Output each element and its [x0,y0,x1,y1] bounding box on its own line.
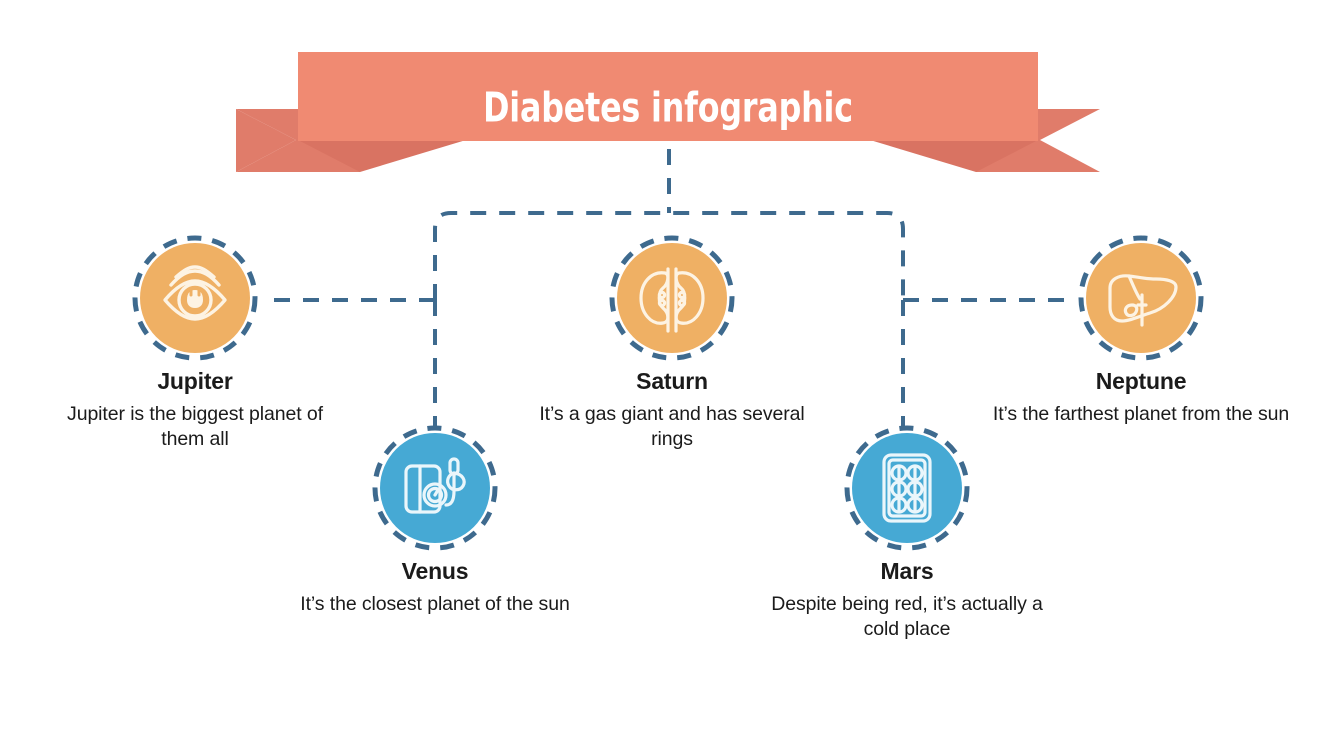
dashed-ring-mars [844,425,970,551]
node-saturn[interactable]: Saturn It’s a gas giant and has several … [522,235,822,453]
badge-jupiter[interactable] [132,235,258,361]
badge-venus[interactable] [372,425,498,551]
node-venus[interactable]: Venus It’s the closest planet of the sun [285,425,585,617]
banner-fold-right-inner [870,140,976,172]
kidneys-icon [639,267,705,333]
node-description: It’s the farthest planet from the sun [992,402,1290,425]
pill-blister-pack-icon [882,453,932,523]
node-title: Neptune [1095,368,1187,394]
node-title: Jupiter [157,368,233,394]
node-description: Jupiter is the biggest planet of them al… [67,402,323,451]
badge-saturn[interactable] [609,235,735,361]
badge-mars[interactable] [844,425,970,551]
liver-icon [1108,274,1178,327]
banner-fold-right [976,140,1038,172]
node-title: Mars [880,558,934,584]
blood-pressure-monitor-icon [404,457,466,514]
node-title: Saturn [636,368,708,394]
circle-fill-saturn [617,243,727,353]
node-description: It’s a gas giant and has several rings [539,402,805,451]
node-description: It’s the closest planet of the sun [300,592,570,615]
dashed-ring-venus [372,425,498,551]
banner-fold-left-inner [360,140,466,172]
node-neptune[interactable]: Neptune It’s the farthest planet from th… [991,235,1291,427]
dashed-ring-neptune [1078,235,1204,361]
eye-icon [163,265,227,321]
node-description: Despite being red, it’s actually a cold … [771,592,1043,641]
node-jupiter[interactable]: Jupiter Jupiter is the biggest planet of… [45,235,345,453]
page-title: Diabetes infographic [483,83,853,132]
banner-fold-left [298,140,360,172]
node-title: Venus [401,558,469,584]
badge-neptune[interactable] [1078,235,1204,361]
node-mars[interactable]: Mars Despite being red, it’s actually a … [757,425,1057,643]
banner: Diabetes infographic [236,52,1100,182]
banner-tail-left [236,109,296,172]
banner-ribbon-shape [236,52,1100,172]
dashed-ring-saturn [609,235,735,361]
banner-panel [298,52,1038,141]
dashed-ring-jupiter [132,235,258,361]
